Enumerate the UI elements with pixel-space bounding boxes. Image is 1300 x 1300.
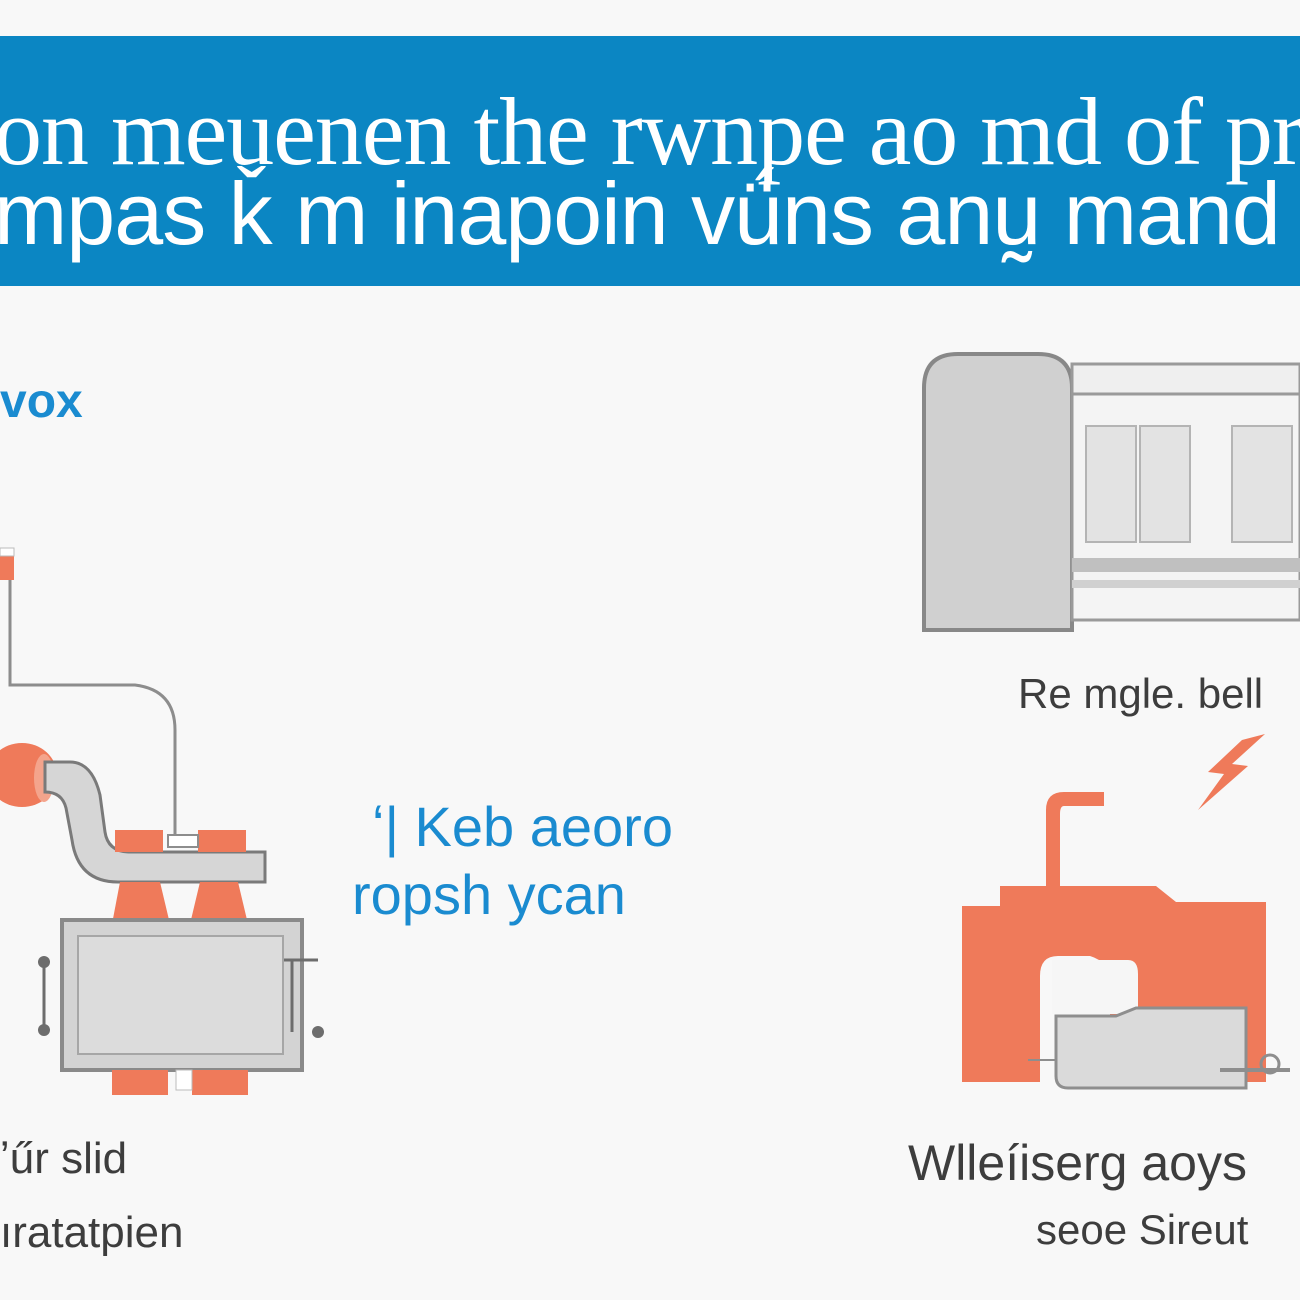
bottom-right-label-line-1: Wlleíiserg aoys xyxy=(908,1135,1247,1191)
title-line-1: on meuenen the rwnpe ao md of prtetapuñ xyxy=(0,78,1300,185)
title-banner: on meuenen the rwnpe ao md of prtetapuñ … xyxy=(0,36,1300,286)
right-upper-label: Re mgle. bell xyxy=(1018,670,1264,717)
bottom-left-label-line-2: ıratatpien xyxy=(0,1208,184,1257)
title-line-2: mpas ǩ m inapoin vǘns anṵ mand put: xyxy=(0,164,1300,263)
pump-machine-icon xyxy=(0,547,324,1095)
press-machine-icon xyxy=(962,792,1290,1090)
center-label-line-1: ʻ| Keb aeoro xyxy=(372,795,673,858)
electric-bolt-icon xyxy=(1198,734,1265,810)
cabinet-machine-icon xyxy=(922,352,1300,632)
top-left-label: vox xyxy=(0,375,83,428)
bottom-left-label-line-1: ʼűr slid xyxy=(0,1134,128,1183)
center-label-line-2: ropsh ycan xyxy=(352,863,626,926)
bottom-right-label-line-2: seoe Sireut xyxy=(1036,1206,1249,1253)
